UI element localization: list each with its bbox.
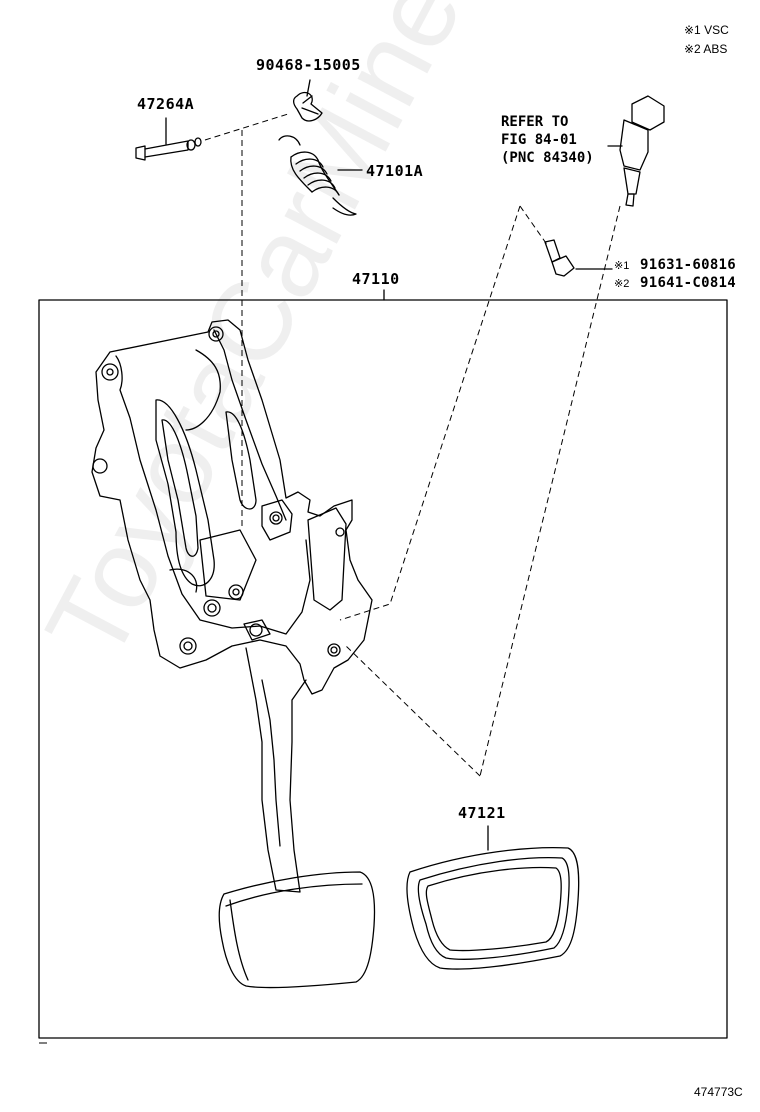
- pedal-pad-47121: [406, 825, 580, 970]
- brake-pedal-arm: [218, 647, 376, 989]
- spring-47101A: [278, 135, 363, 216]
- clip-90468: [292, 79, 323, 122]
- note-abs: ※2 ABS: [684, 42, 728, 56]
- note-vsc: ※1 VSC: [684, 23, 729, 37]
- label-bolt-abs: 91641-C0814: [640, 275, 737, 291]
- label-pin: 47264A: [137, 95, 195, 113]
- bolt-91631: [544, 239, 613, 277]
- bolt-abs-mark: ※2: [614, 278, 630, 290]
- label-pedal-assembly: 47110: [352, 270, 400, 288]
- stop-lamp-switch: [607, 95, 665, 207]
- figure-id: 474773C: [694, 1085, 743, 1099]
- reference-line3: (PNC 84340): [501, 150, 594, 166]
- pin-47264A: [135, 117, 202, 161]
- bolt-vsc-mark: ※1: [614, 260, 630, 272]
- reference-line1: REFER TO: [501, 114, 569, 130]
- label-spring: 47101A: [366, 162, 424, 180]
- reference-line2: FIG 84-01: [501, 132, 577, 148]
- label-clip: 90468-15005: [256, 56, 361, 74]
- label-bolt-vsc: 91631-60816: [640, 257, 737, 273]
- label-pedal-pad: 47121: [458, 804, 506, 822]
- pedal-bracket-47110: [91, 319, 373, 695]
- assembly-frame: [38, 299, 728, 1039]
